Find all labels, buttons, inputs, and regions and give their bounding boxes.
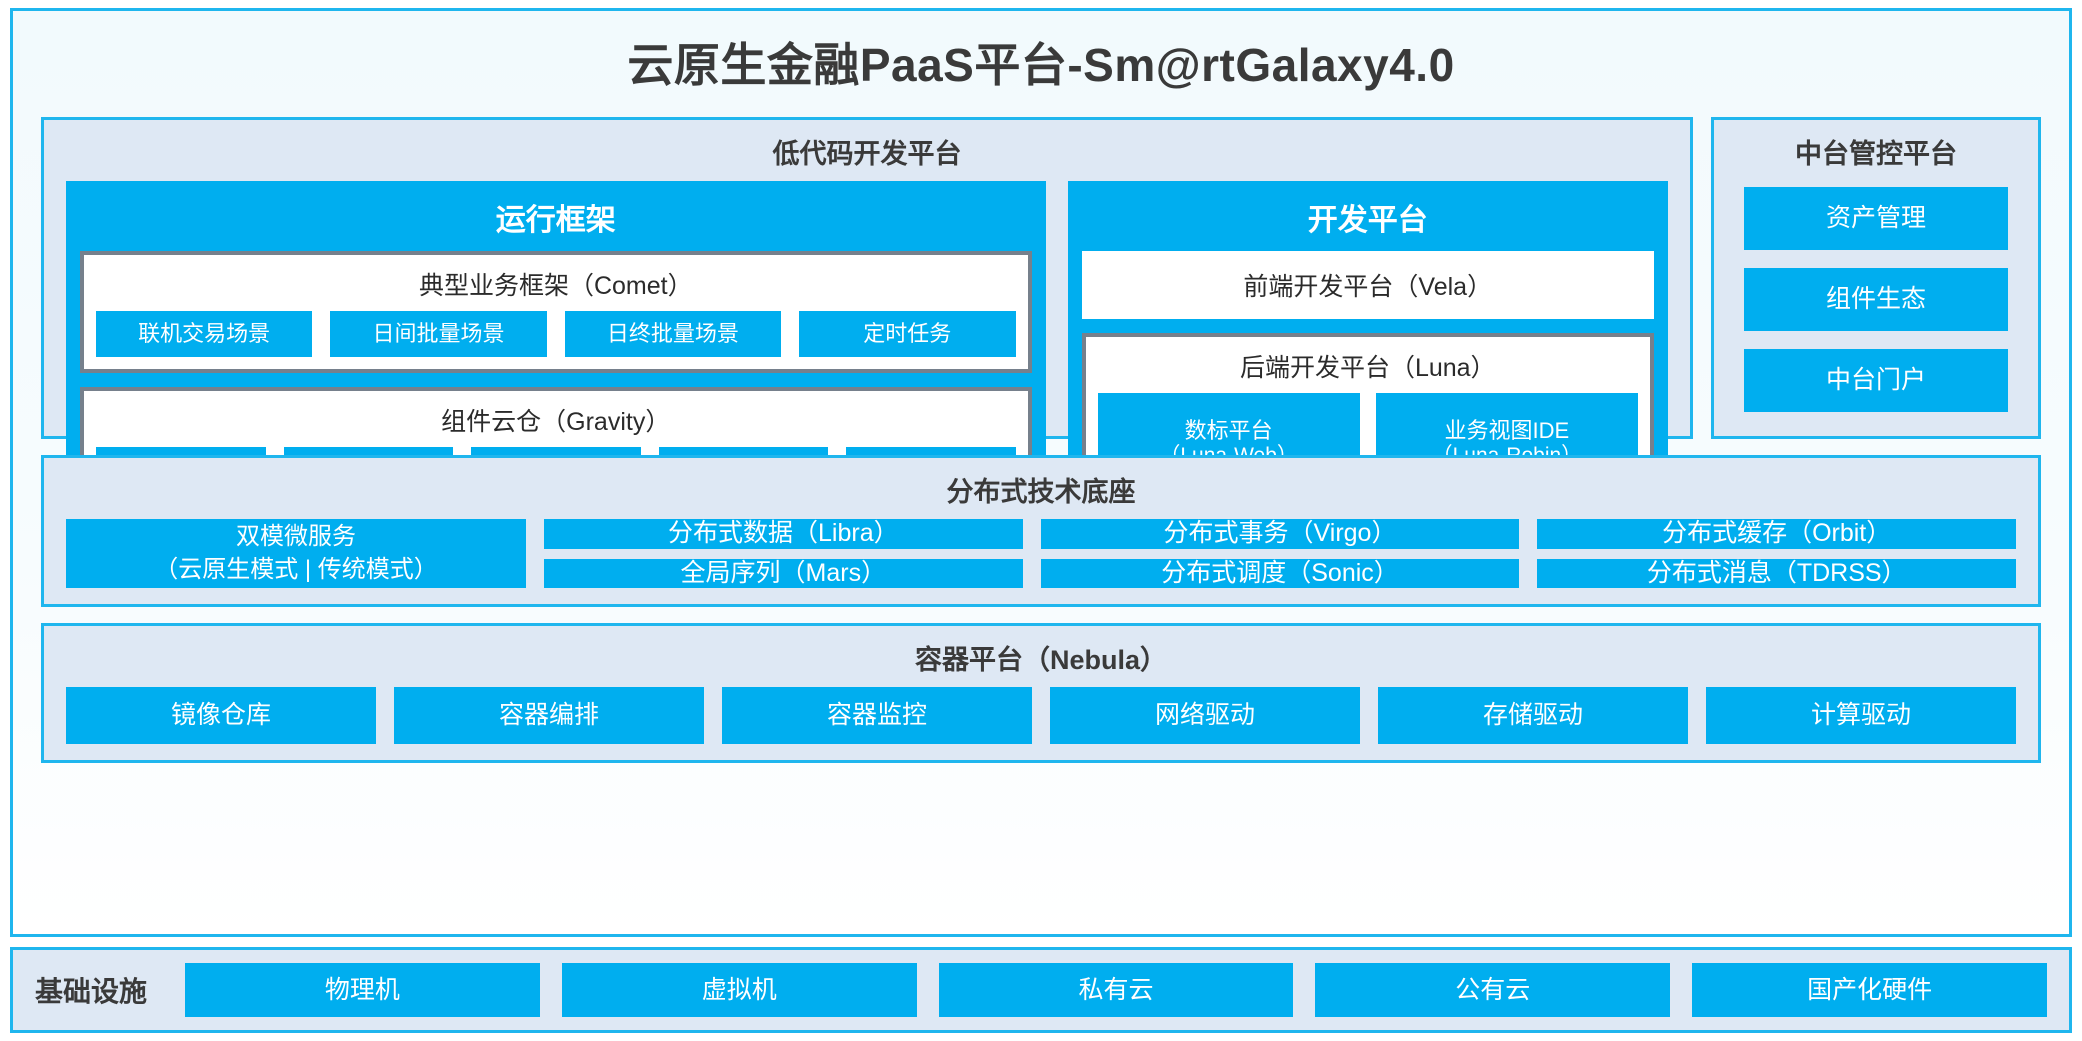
mid-control-items: 资产管理 组件生态 中台门户 [1714,181,2038,436]
comet-item-eod-batch[interactable]: 日终批量场景 [564,311,782,357]
panel-mid-control-platform: 中台管控平台 资产管理 组件生态 中台门户 [1711,117,2041,439]
comet-item-intraday-batch[interactable]: 日间批量场景 [330,311,547,357]
panel-title-distributed: 分布式技术底座 [946,477,1136,507]
panel-container-platform: 容器平台（Nebula） 镜像仓库 容器编排 容器监控 网络驱动 存储驱动 计算… [41,623,2041,763]
luna-item-name: 数标平台 [1184,418,1273,444]
distributed-item-virgo[interactable]: 分布式事务（Virgo） [1040,519,1520,549]
group-title-runtime-framework: 运行框架 [495,204,616,237]
luna-item-name: 业务视图IDE [1444,418,1570,444]
distributed-item-tdrss[interactable]: 分布式消息（TDRSS） [1537,558,2017,588]
container-item-monitoring[interactable]: 容器监控 [722,687,1032,744]
page-title: 云原生金融PaaS平台-Sm@rtGalaxy4.0 [627,39,1455,91]
distributed-body: 双模微服务 （云原生模式 | 传统模式） 分布式数据（Libra） 全局序列（M… [44,519,2038,604]
group-title-development-platform: 开发平台 [1307,204,1428,237]
distributed-column-3: 分布式缓存（Orbit） 分布式消息（TDRSS） [1537,519,2017,588]
distributed-dual-mode-wrapper: 双模微服务 （云原生模式 | 传统模式） [66,519,526,588]
container-item-compute-driver[interactable]: 计算驱动 [1706,687,2016,744]
panel-title-low-code: 低代码开发平台 [772,139,962,169]
panel-low-code-platform: 低代码开发平台 运行框架 典型业务框架（Comet） 联机交易场景 日间批量场景… [41,117,1693,523]
panel-infrastructure: 基础设施 物理机 虚拟机 私有云 公有云 国产化硬件 [10,947,2072,1033]
mid-control-item-asset-management[interactable]: 资产管理 [1744,187,2008,250]
infrastructure-item-physical-machine[interactable]: 物理机 [185,963,540,1017]
infrastructure-item-virtual-machine[interactable]: 虚拟机 [561,963,917,1017]
main-frame: 云原生金融PaaS平台-Sm@rtGalaxy4.0 低代码开发平台 运行框架 … [10,8,2072,937]
card-title-luna: 后端开发平台（Luna） [1239,354,1496,382]
distributed-item-sonic[interactable]: 分布式调度（Sonic） [1040,558,1520,588]
container-item-network-driver[interactable]: 网络驱动 [1050,687,1360,744]
mid-control-item-component-ecosystem[interactable]: 组件生态 [1744,268,2008,331]
distributed-item-dual-mode-microservice[interactable]: 双模微服务 （云原生模式 | 传统模式） [66,519,526,588]
comet-items: 联机交易场景 日间批量场景 日终批量场景 定时任务 [96,311,1016,357]
distributed-item-mars[interactable]: 全局序列（Mars） [544,558,1023,588]
infrastructure-label: 基础设施 [35,976,148,1007]
distributed-item-orbit[interactable]: 分布式缓存（Orbit） [1537,519,2017,549]
dual-mode-line-1: 双模微服务 [236,523,356,551]
row-low-code-and-mid-control: 低代码开发平台 运行框架 典型业务框架（Comet） 联机交易场景 日间批量场景… [41,117,2041,523]
container-item-orchestration[interactable]: 容器编排 [394,687,704,744]
infrastructure-item-public-cloud[interactable]: 公有云 [1315,963,1671,1017]
card-comet: 典型业务框架（Comet） 联机交易场景 日间批量场景 日终批量场景 定时任务 [80,251,1032,373]
mid-control-item-portal[interactable]: 中台门户 [1744,349,2008,412]
infrastructure-item-domestic-hardware[interactable]: 国产化硬件 [1692,963,2047,1017]
card-vela-frontend-platform[interactable]: 前端开发平台（Vela） [1081,251,1654,319]
distributed-item-libra[interactable]: 分布式数据（Libra） [544,519,1023,549]
panel-distributed-foundation: 分布式技术底座 双模微服务 （云原生模式 | 传统模式） 分布式数据（Libra… [41,455,2041,607]
container-item-storage-driver[interactable]: 存储驱动 [1378,687,1688,744]
comet-item-online-transaction[interactable]: 联机交易场景 [96,311,313,357]
panel-title-container: 容器平台（Nebula） [914,645,1168,675]
panel-title-mid-control: 中台管控平台 [1795,139,1957,169]
distributed-column-2: 分布式事务（Virgo） 分布式调度（Sonic） [1040,519,1520,588]
container-items: 镜像仓库 容器编排 容器监控 网络驱动 存储驱动 计算驱动 [44,687,2038,760]
container-item-image-registry[interactable]: 镜像仓库 [66,687,376,744]
infrastructure-item-private-cloud[interactable]: 私有云 [938,963,1294,1017]
dual-mode-line-2: （云原生模式 | 传统模式） [154,555,438,583]
card-title-comet: 典型业务框架（Comet） [418,272,693,300]
card-title-gravity: 组件云仓（Gravity） [441,408,671,436]
comet-item-scheduled-task[interactable]: 定时任务 [799,311,1016,357]
distributed-column-1: 分布式数据（Libra） 全局序列（Mars） [544,519,1023,588]
